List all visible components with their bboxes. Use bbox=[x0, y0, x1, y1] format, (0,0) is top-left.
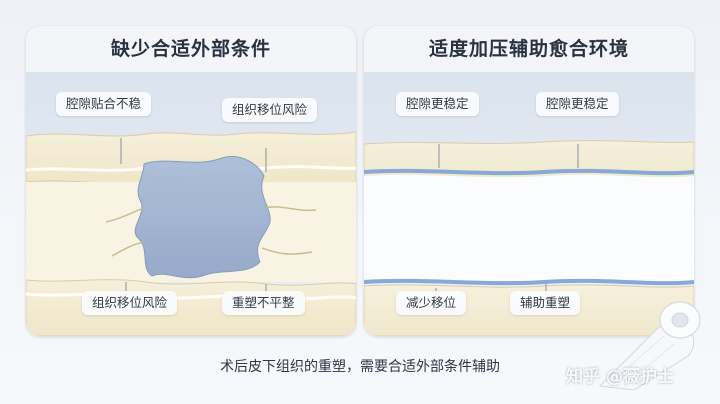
left-panel: 缺少合适外部条件 bbox=[26, 26, 356, 336]
right-label-top-left: 腔隙更稳定 bbox=[396, 92, 479, 116]
right-lower-blue-band bbox=[364, 278, 694, 286]
left-panel-title: 缺少合适外部条件 bbox=[110, 38, 271, 60]
bandage-roll-icon bbox=[598, 301, 701, 390]
left-label-top-right: 组织移位风险 bbox=[222, 98, 318, 122]
right-label-top-right: 腔隙更稳定 bbox=[536, 92, 619, 116]
left-fiber-1 bbox=[105, 207, 145, 223]
left-fiber-2 bbox=[263, 206, 317, 212]
left-label-bottom-left: 组织移位风险 bbox=[82, 291, 178, 315]
right-label-bottom-left: 减少移位 bbox=[396, 291, 467, 315]
right-upper-blue-band bbox=[364, 168, 694, 176]
right-label-bottom-right: 辅助重塑 bbox=[510, 291, 581, 315]
right-panel-title: 适度加压辅助愈合环境 bbox=[428, 38, 629, 60]
right-panel: 适度加压辅助愈合环境 腔隙更稳定 腔隙更稳定 减少移位 辅助重塑 bbox=[364, 26, 694, 336]
watermark: 知乎 @薇护士 bbox=[566, 367, 674, 387]
left-tissue-cavity bbox=[134, 156, 271, 279]
left-fiber-4 bbox=[261, 247, 313, 255]
left-label-top-left: 腔隙贴合不稳 bbox=[56, 92, 152, 116]
left-fiber-3 bbox=[111, 241, 145, 257]
left-label-bottom-right: 重塑不平整 bbox=[222, 291, 305, 315]
right-middle-layer bbox=[364, 174, 694, 284]
caption: 术后皮下组织的重塑，需要合适外部条件辅助 bbox=[220, 359, 500, 375]
left-lower-skin bbox=[26, 279, 356, 336]
